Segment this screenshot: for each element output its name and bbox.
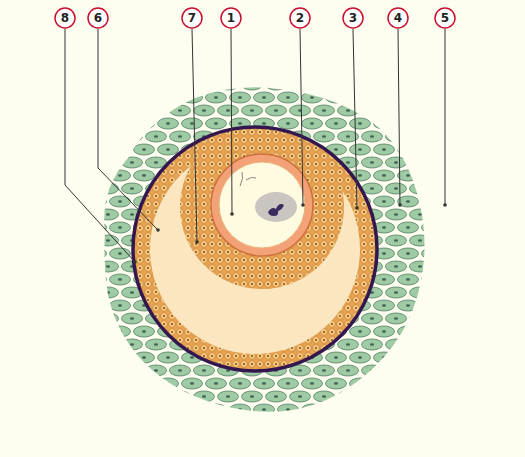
callout-number: 7 <box>182 8 202 28</box>
callout-number: 1 <box>221 8 241 28</box>
callout-number: 6 <box>88 8 108 28</box>
callout-number: 8 <box>55 8 75 28</box>
callout-number: 4 <box>388 8 408 28</box>
callout-number: 5 <box>435 8 455 28</box>
callout-number: 2 <box>290 8 310 28</box>
callout-number: 3 <box>343 8 363 28</box>
